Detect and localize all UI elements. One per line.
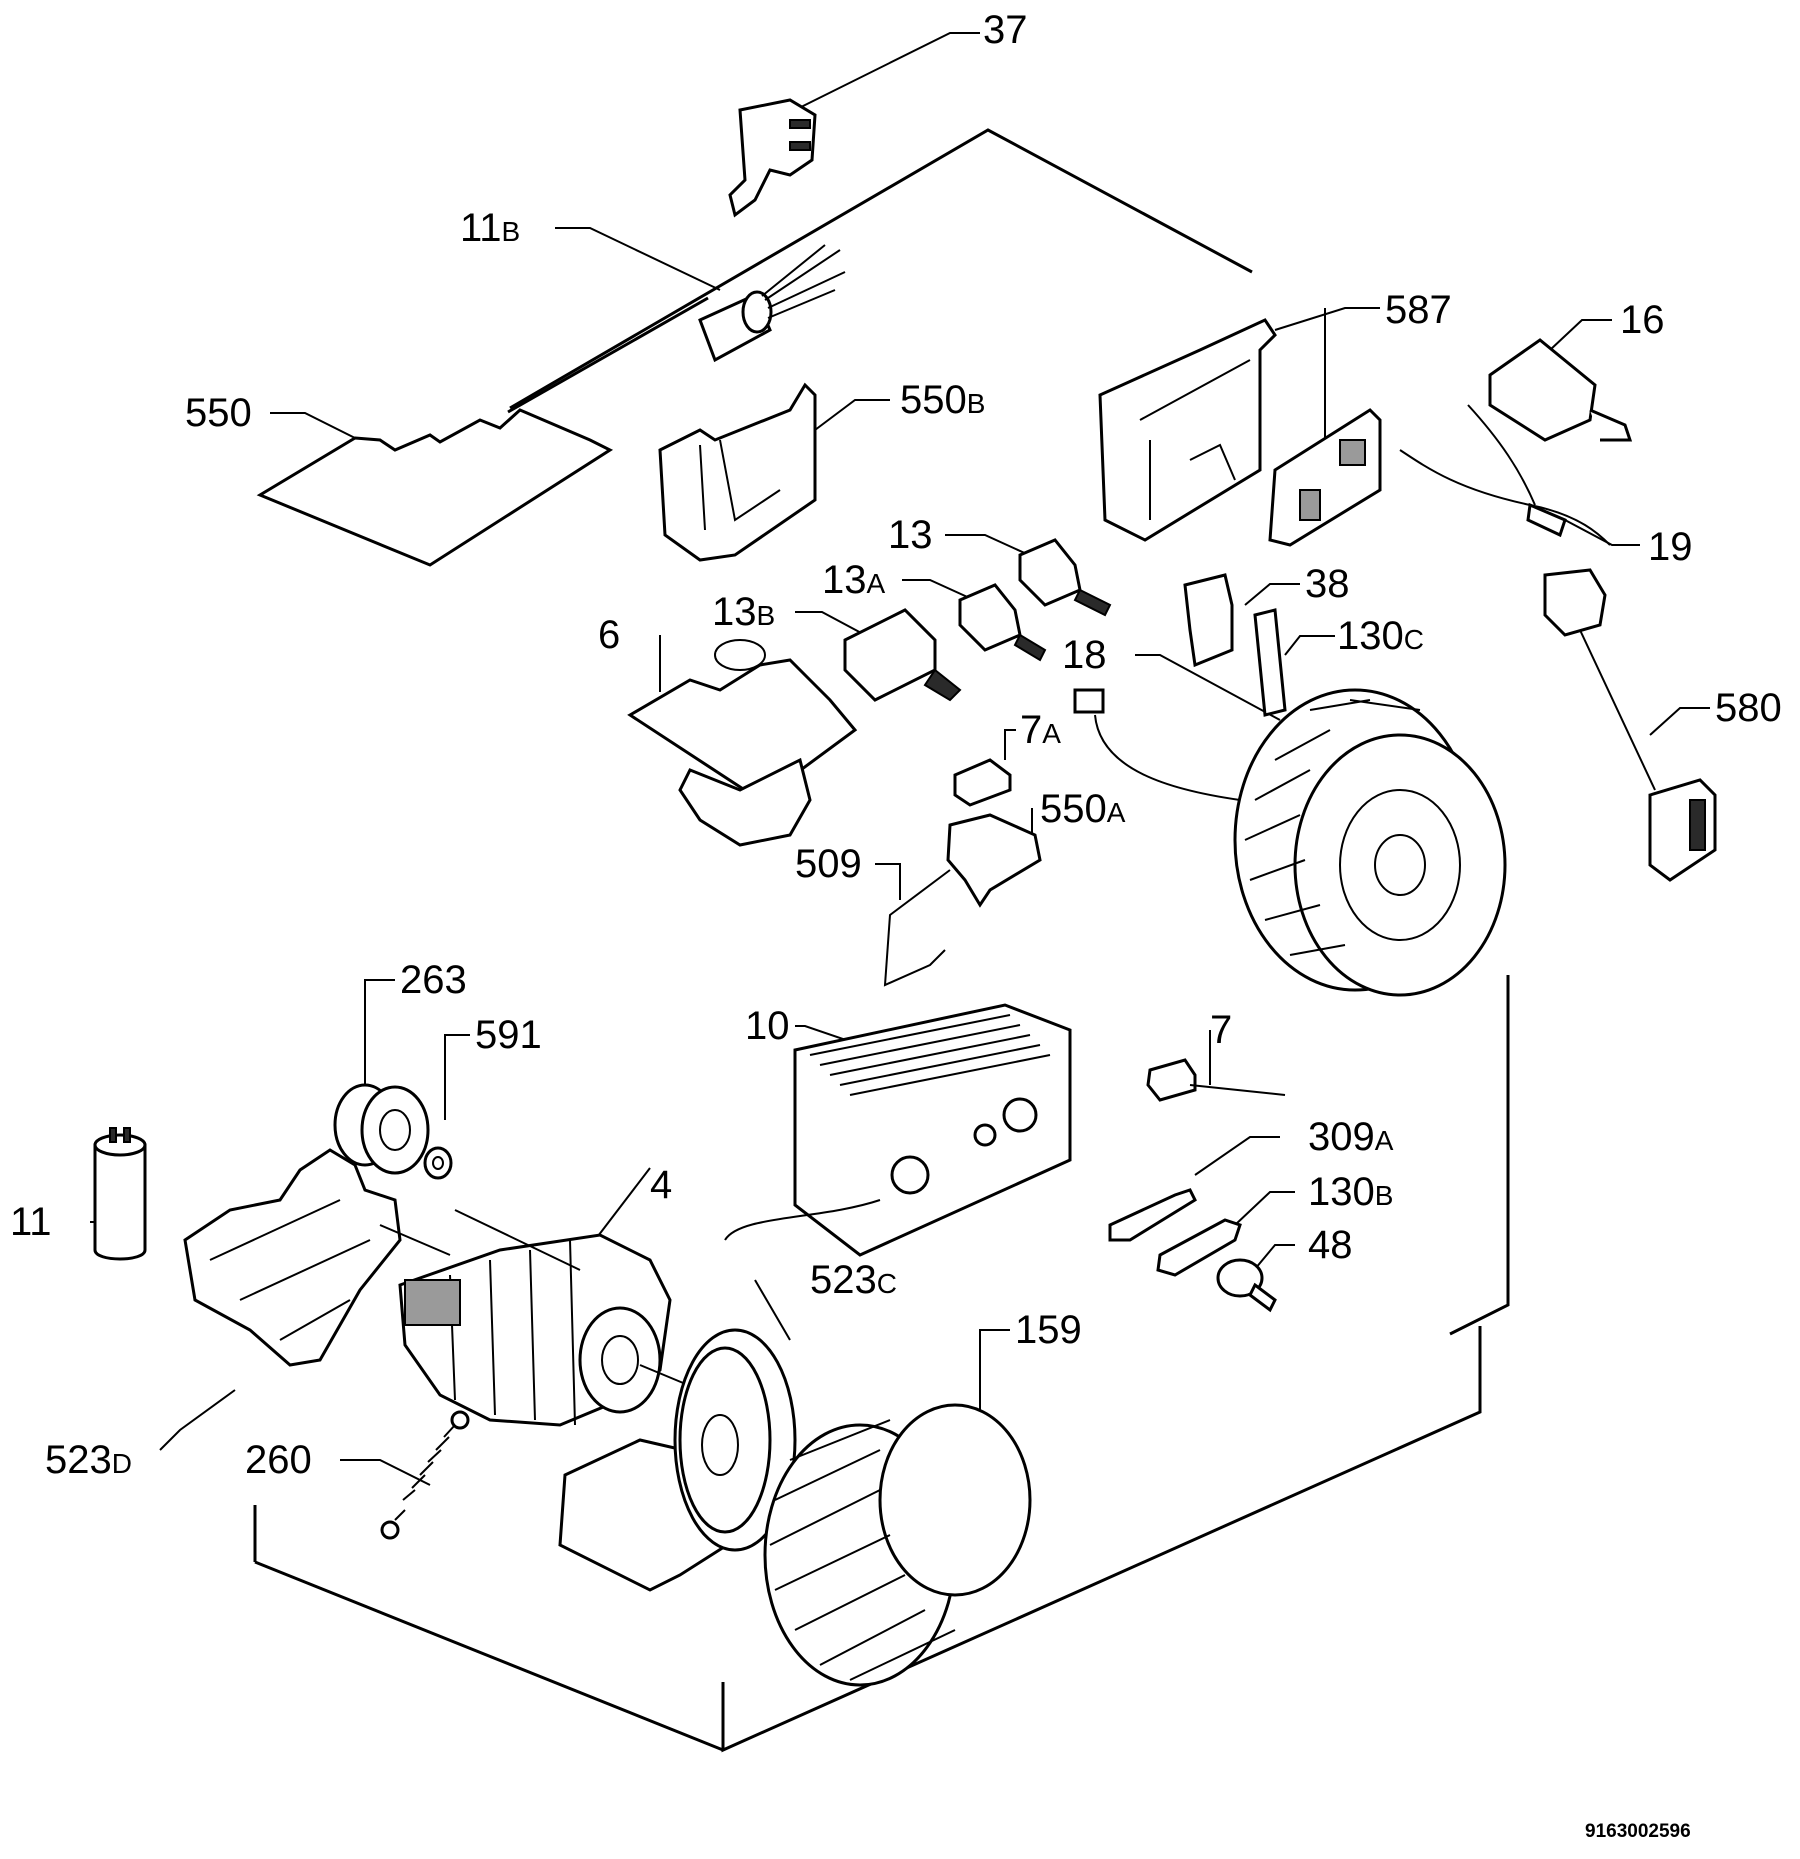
label-130b: 130B	[1308, 1170, 1393, 1214]
part-48-thermostat	[1216, 1258, 1277, 1313]
part-550b-duct	[658, 382, 817, 562]
cabinet-outline	[253, 128, 1510, 1753]
part-523d-cradle	[183, 1148, 402, 1367]
part-11b-capacitor	[698, 244, 846, 363]
label-48: 48	[1308, 1223, 1353, 1267]
label-587: 587	[1385, 288, 1452, 332]
label-580: 580	[1715, 686, 1782, 730]
part-260-spring	[380, 1410, 470, 1540]
label-523d: 523D	[45, 1438, 132, 1482]
label-260: 260	[245, 1438, 312, 1482]
label-18: 18	[1062, 633, 1107, 677]
label-37: 37	[983, 8, 1028, 52]
part-38-bracket	[1183, 573, 1234, 668]
part-550a-clip	[946, 813, 1042, 908]
part-6-pump	[627, 639, 858, 847]
label-159: 159	[1015, 1308, 1082, 1352]
part-263-pulley	[333, 1083, 430, 1175]
part-580-sensor	[1543, 568, 1717, 882]
part-7-switch	[1146, 1058, 1286, 1102]
label-11: 11	[10, 1200, 52, 1244]
part-18-fan-wheel	[1073, 688, 1507, 997]
part-16-switch	[1488, 338, 1633, 442]
label-130c: 130C	[1337, 614, 1424, 658]
part-309a-bracket	[1108, 1188, 1197, 1242]
label-13b: 13B	[712, 590, 775, 634]
label-10: 10	[745, 1004, 790, 1048]
label-523c: 523C	[810, 1258, 897, 1302]
part-130b-bracket	[1156, 1218, 1242, 1277]
part-11-capacitor	[93, 1127, 147, 1261]
part-159-blower	[763, 1403, 1032, 1687]
label-550b: 550B	[900, 378, 985, 422]
callout-labels: 37 11B 550 550B 587 16 19 13 13A 13B 6 3…	[10, 8, 1782, 1482]
part-130c-strip	[1253, 608, 1287, 717]
part-13a-connector	[958, 583, 1047, 662]
label-16: 16	[1620, 298, 1665, 342]
part-10-heater	[724, 1003, 1072, 1257]
part-509-wire	[883, 869, 951, 987]
label-550: 550	[185, 391, 252, 435]
part-523c-pulley-plate	[558, 1328, 797, 1592]
label-7: 7	[1210, 1008, 1232, 1052]
part-4-motor	[379, 1209, 701, 1427]
label-509: 509	[795, 842, 862, 886]
part-13-connector	[1018, 538, 1112, 617]
label-7a: 7A	[1020, 708, 1061, 752]
label-591: 591	[475, 1013, 542, 1057]
part-591-washer	[423, 1146, 453, 1180]
label-263: 263	[400, 958, 467, 1002]
label-6: 6	[598, 613, 620, 657]
part-550-plate	[256, 408, 614, 567]
document-number: 9163002596	[1585, 1821, 1691, 1842]
label-309a: 309A	[1308, 1115, 1394, 1159]
label-13: 13	[888, 513, 933, 557]
label-13a: 13A	[822, 558, 886, 602]
label-550a: 550A	[1040, 787, 1126, 831]
part-37-bracket	[728, 98, 817, 218]
part-13b-connector	[843, 608, 962, 702]
label-4: 4	[650, 1163, 672, 1207]
part-19-sensor	[1526, 502, 1567, 538]
part-587-control-box	[1098, 318, 1382, 547]
label-38: 38	[1305, 562, 1350, 606]
label-19: 19	[1648, 525, 1693, 569]
label-11b: 11B	[460, 206, 520, 250]
part-7a-microswitch	[953, 758, 1012, 807]
